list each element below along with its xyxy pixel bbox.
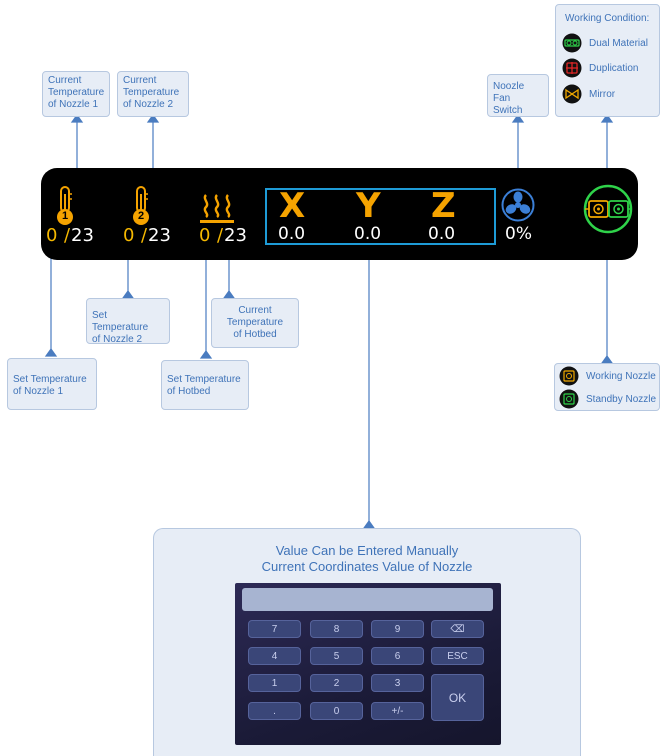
- temp-separator: /: [217, 225, 224, 246]
- axis-x-label: X: [279, 186, 306, 226]
- callout-set-temp-hotbed: Set Temperature of Hotbed: [161, 360, 249, 410]
- mirror-icon: [562, 84, 582, 104]
- thermometer-nozzle-2-icon[interactable]: 2: [131, 186, 153, 226]
- working-condition-title: Working Condition:: [565, 13, 650, 24]
- legend-item-working-nozzle: Working Nozzle: [559, 366, 656, 386]
- standby-nozzle-icon: [559, 389, 579, 409]
- working-nozzle-icon: [559, 366, 579, 386]
- coordinate-entry-panel: Value Can be Entered Manually Current Co…: [153, 528, 581, 756]
- axis-z-label: Z: [431, 186, 456, 226]
- coordinate-input[interactable]: [242, 588, 493, 611]
- esc-key[interactable]: ESC: [431, 647, 484, 665]
- legend-item-duplication: Duplication: [562, 58, 638, 78]
- ok-key[interactable]: OK: [431, 674, 484, 721]
- temp-separator: /: [141, 225, 148, 246]
- key-4[interactable]: 4: [248, 647, 301, 665]
- axis-x-value: 0.0: [278, 224, 306, 244]
- current-temp-nozzle-1: 23: [71, 225, 94, 246]
- fan-icon[interactable]: [501, 188, 535, 222]
- axis-y-label: Y: [356, 186, 381, 226]
- dual-material-icon: [562, 33, 582, 53]
- legend-item-standby-nozzle: Standby Nozzle: [559, 389, 656, 409]
- callout-nozzle-fan-switch: Noozle Fan Switch: [487, 74, 549, 117]
- legend-item-mirror: Mirror: [562, 84, 615, 104]
- current-temp-nozzle-2: 23: [148, 225, 171, 246]
- axis-z-value: 0.0: [428, 224, 456, 244]
- duplication-icon: [562, 58, 582, 78]
- status-bar: 1 0 / 23 2 0 / 23 0 / 23 X Y Z 0.0 0.0 0…: [41, 168, 638, 260]
- current-temp-hotbed: 23: [224, 225, 247, 246]
- key-0[interactable]: 0: [310, 702, 363, 720]
- callout-current-temp-nozzle-2: Current Temperature of Nozzle 2: [117, 71, 189, 117]
- panel-title-line-1: Value Can be Entered Manually: [275, 543, 459, 558]
- key-3[interactable]: 3: [371, 674, 424, 692]
- coordinates-frame[interactable]: [265, 188, 496, 245]
- key-8[interactable]: 8: [310, 620, 363, 638]
- working-condition-legend: Working Condition: Dual Material Duplica…: [555, 4, 660, 117]
- temp-separator: /: [64, 225, 71, 246]
- callout-current-temp-hotbed: Current Temperature of Hotbed: [211, 298, 299, 348]
- key-2[interactable]: 2: [310, 674, 363, 692]
- key-1[interactable]: 1: [248, 674, 301, 692]
- nozzle-1-badge: 1: [61, 210, 69, 222]
- key-6[interactable]: 6: [371, 647, 424, 665]
- set-temp-nozzle-2[interactable]: 0: [123, 225, 135, 246]
- nozzle-state-legend: Working Nozzle Standby Nozzle: [554, 363, 660, 411]
- hotbed-heat-icon[interactable]: [199, 192, 235, 224]
- axis-y-value: 0.0: [354, 224, 382, 244]
- set-temp-hotbed[interactable]: 0: [199, 225, 211, 246]
- backspace-key[interactable]: ⌫: [431, 620, 484, 638]
- set-temp-nozzle-1[interactable]: 0: [46, 225, 58, 246]
- working-condition-button[interactable]: [583, 184, 633, 234]
- fan-speed-value: 0%: [505, 224, 532, 244]
- key-9[interactable]: 9: [371, 620, 424, 638]
- callout-current-temp-nozzle-1: Current Temperature of Nozzle 1: [42, 71, 110, 117]
- key-7[interactable]: 7: [248, 620, 301, 638]
- nozzle-2-badge: 2: [137, 210, 145, 222]
- callout-set-temp-nozzle-2: Set Temperature of Nozzle 2: [86, 298, 170, 345]
- key-plus-minus[interactable]: +/-: [371, 702, 424, 720]
- callout-set-temp-nozzle-1: Set Temperature of Nozzle 1: [7, 358, 97, 410]
- key-decimal[interactable]: .: [248, 702, 301, 720]
- thermometer-nozzle-1-icon[interactable]: 1: [55, 186, 77, 226]
- legend-item-dual-material: Dual Material: [562, 33, 648, 53]
- panel-title-line-2: Current Coordinates Value of Nozzle: [261, 559, 473, 574]
- key-5[interactable]: 5: [310, 647, 363, 665]
- numeric-keypad: 7 8 9 ⌫ 4 5 6 ESC 1 2 3 OK . 0 +/-: [235, 583, 501, 745]
